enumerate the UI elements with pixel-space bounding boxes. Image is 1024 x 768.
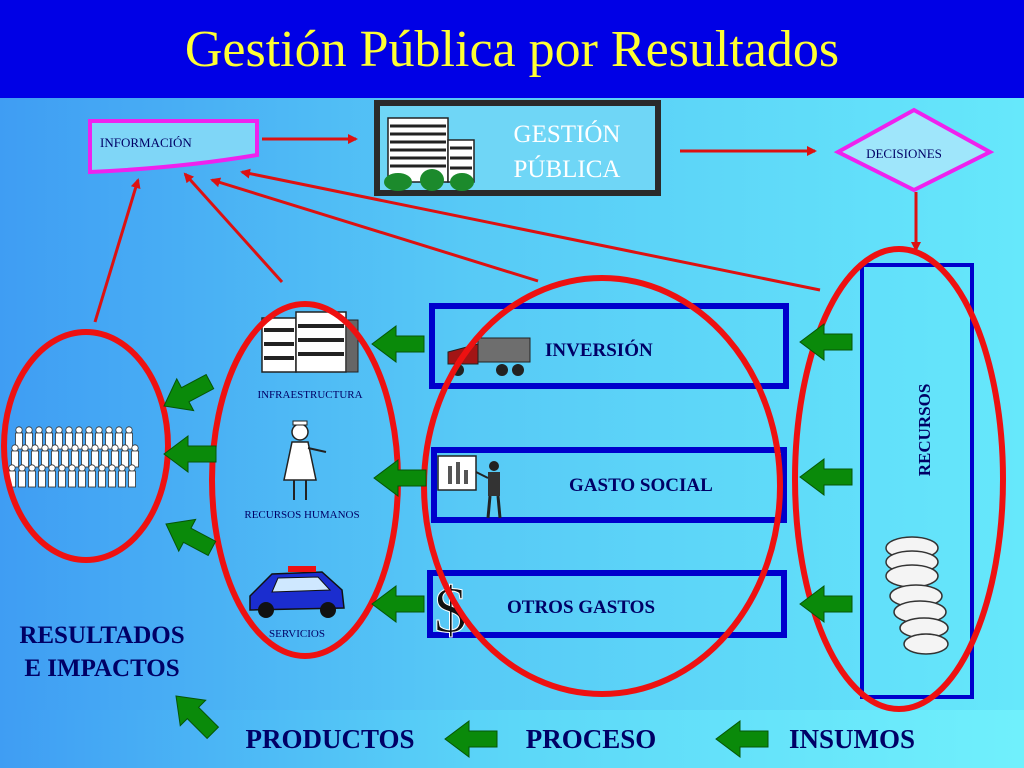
arrow-recursos-to-inversion	[799, 323, 853, 361]
arrow-insumos-to-proceso	[715, 720, 769, 758]
infraestructura-label: INFRAESTRUCTURA	[257, 389, 362, 401]
informacion-label: INFORMACIÓN	[100, 135, 192, 150]
otros-gastos-label: OTROS GASTOS	[507, 597, 655, 618]
informacion-node: INFORMACIÓN	[88, 119, 259, 175]
crowd-icon	[8, 426, 139, 488]
hospital-building-icon	[261, 311, 359, 373]
inversion-label: INVERSIÓN	[545, 339, 653, 361]
resultados-label-line1: RESULTADOS	[19, 622, 184, 649]
red-arrows	[93, 134, 921, 323]
insumos-ellipse	[792, 246, 1006, 712]
arrow-recursos-humanos-to-resultados	[163, 435, 217, 473]
arrow-servicios-to-resultados	[165, 518, 217, 557]
police-car-icon	[249, 566, 345, 618]
decisiones-label: DECISIONES	[866, 146, 942, 161]
recursos-node: RECURSOS	[860, 263, 974, 699]
bottom-strip	[0, 710, 1024, 768]
decisiones-diamond	[833, 107, 995, 193]
arrow-proceso-to-informacion	[210, 177, 539, 283]
recursos-label: RECURSOS	[915, 384, 934, 477]
gasto-social-box	[431, 447, 787, 523]
arrow-otros-gastos-to-productos	[371, 585, 425, 623]
gasto-social-node: GASTO SOCIAL	[431, 447, 787, 523]
slide-title: Gestión Pública por Resultados	[184, 21, 840, 78]
gestion-label-line1: GESTIÓN	[514, 120, 621, 148]
green-arrows	[163, 323, 853, 758]
coin-stack-icon	[885, 536, 949, 655]
flow-productos-label: PRODUCTOS	[245, 724, 414, 754]
gasto-social-label: GASTO SOCIAL	[569, 475, 713, 496]
productos-column: INFRAESTRUCTURA RECURSOS HUMANOS SERVICI…	[244, 311, 363, 640]
otros-gastos-node: $ OTROS GASTOS	[427, 570, 787, 648]
decisiones-node: DECISIONES	[833, 107, 995, 193]
gestion-publica-node: GESTIÓN PÚBLICA	[374, 100, 661, 196]
arrow-infraestructura-to-resultados	[163, 373, 215, 412]
flow-proceso-label: PROCESO	[526, 724, 657, 754]
arrow-resultados-to-informacion	[93, 178, 141, 323]
gestion-label-line2: PÚBLICA	[514, 155, 621, 183]
arrow-gasto-social-to-productos	[373, 459, 427, 497]
recursos-box	[860, 263, 974, 699]
arrow-recursos-to-otros-gastos	[799, 585, 853, 623]
otros-gastos-box	[427, 570, 787, 638]
arrow-inversion-to-productos	[371, 325, 425, 363]
recursos-humanos-label: RECURSOS HUMANOS	[244, 509, 359, 521]
informacion-box	[88, 119, 259, 175]
arrow-proceso-to-productos	[444, 720, 498, 758]
nurse-icon	[283, 420, 327, 500]
slide-background	[0, 98, 1024, 768]
arrow-productos-to-informacion	[183, 172, 284, 284]
presenter-icon	[437, 455, 502, 519]
arrow-productos-to-resultados	[175, 695, 220, 740]
servicios-label: SERVICIOS	[269, 628, 325, 640]
office-building-icon	[384, 117, 475, 191]
flow-insumos-label: INSUMOS	[789, 724, 915, 754]
arrow-insumos-to-informacion	[240, 168, 821, 292]
inversion-box	[429, 303, 789, 389]
resultados-ellipse	[1, 329, 171, 563]
resultados-label-line2: E IMPACTOS	[24, 655, 179, 682]
arrow-recursos-to-gasto-social	[799, 458, 853, 496]
title-bar	[0, 0, 1024, 98]
